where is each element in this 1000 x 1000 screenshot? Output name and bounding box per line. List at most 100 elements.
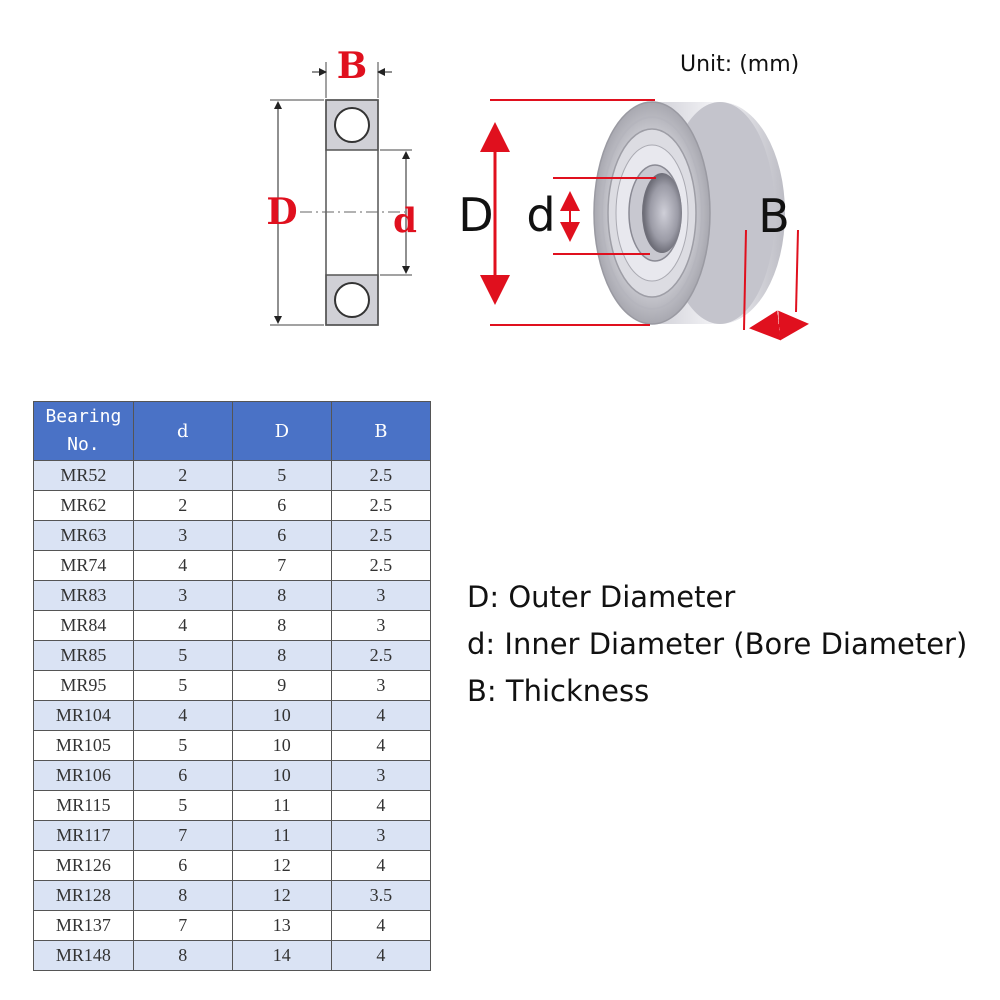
cell-D: 10: [231, 730, 332, 761]
header-D-outer: D: [231, 401, 332, 461]
cell-D: 12: [231, 850, 332, 881]
legend-inner-diameter: d: Inner Diameter (Bore Diameter): [467, 627, 968, 661]
cross-section-drawing: B D d: [266, 45, 417, 326]
photo-label-d: d: [526, 188, 555, 242]
cell-B: 2.5: [330, 550, 432, 581]
bearing-diagram: B D d D d B: [266, 45, 809, 341]
cell-B: 2.5: [330, 640, 432, 671]
cell-B: 4: [330, 790, 432, 821]
cell-d: 8: [132, 940, 233, 971]
cell-bearing-no: MR74: [33, 550, 134, 581]
cell-d: 8: [132, 880, 233, 911]
cell-d: 5: [132, 790, 233, 821]
cell-d: 5: [132, 670, 233, 701]
cell-D: 8: [231, 640, 332, 671]
cell-B: 2.5: [330, 460, 432, 491]
cell-bearing-no: MR95: [33, 670, 134, 701]
photo-dimensions: D d B: [458, 99, 809, 341]
cell-B: 3.5: [330, 880, 432, 911]
cell-bearing-no: MR104: [33, 700, 134, 731]
cell-D: 8: [231, 610, 332, 641]
header-B-thickness: B: [330, 401, 432, 461]
cell-D: 11: [231, 820, 332, 851]
cell-D: 6: [231, 490, 332, 521]
cell-B: 4: [330, 700, 432, 731]
cell-bearing-no: MR62: [33, 490, 134, 521]
cell-B: 4: [330, 850, 432, 881]
cell-D: 12: [231, 880, 332, 911]
cell-B: 3: [330, 760, 432, 791]
cell-d: 7: [132, 820, 233, 851]
legend-outer-diameter: D: Outer Diameter: [467, 580, 736, 614]
cell-B: 2.5: [330, 490, 432, 521]
cell-bearing-no: MR106: [33, 760, 134, 791]
cell-B: 2.5: [330, 520, 432, 551]
cell-D: 8: [231, 580, 332, 611]
photo-label-B: B: [758, 189, 790, 243]
cell-B: 3: [330, 670, 432, 701]
photo-label-D: D: [458, 188, 493, 242]
cell-D: 10: [231, 700, 332, 731]
cell-D: 5: [231, 460, 332, 491]
cross-section-label-D: D: [266, 191, 297, 233]
cell-d: 3: [132, 580, 233, 611]
cell-d: 6: [132, 760, 233, 791]
cell-bearing-no: MR63: [33, 520, 134, 551]
cell-D: 6: [231, 520, 332, 551]
cell-bearing-no: MR137: [33, 910, 134, 941]
cell-D: 7: [231, 550, 332, 581]
unit-label: Unit: (mm): [680, 52, 800, 77]
cell-bearing-no: MR117: [33, 820, 134, 851]
legend-thickness: B: Thickness: [467, 674, 650, 708]
cross-section-label-d: d: [393, 201, 417, 241]
cell-B: 3: [330, 820, 432, 851]
cell-B: 4: [330, 940, 432, 971]
cell-D: 10: [231, 760, 332, 791]
cell-B: 4: [330, 910, 432, 941]
cell-D: 13: [231, 910, 332, 941]
cell-bearing-no: MR126: [33, 850, 134, 881]
cell-d: 2: [132, 490, 233, 521]
cell-D: 11: [231, 790, 332, 821]
cell-B: 3: [330, 580, 432, 611]
cell-d: 5: [132, 730, 233, 761]
cell-B: 4: [330, 730, 432, 761]
cell-bearing-no: MR128: [33, 880, 134, 911]
cell-bearing-no: MR84: [33, 610, 134, 641]
cell-d: 4: [132, 550, 233, 581]
cell-bearing-no: MR148: [33, 940, 134, 971]
cell-d: 5: [132, 640, 233, 671]
cell-bearing-no: MR52: [33, 460, 134, 491]
cell-B: 3: [330, 610, 432, 641]
table-header-row: Bearing No. d D B: [33, 401, 432, 461]
cell-d: 4: [132, 610, 233, 641]
cross-section-label-B: B: [337, 45, 367, 87]
dimension-legend: D: Outer Diameter d: Inner Diameter (Bor…: [467, 580, 967, 721]
header-d-inner: d: [132, 401, 233, 461]
cell-bearing-no: MR85: [33, 640, 134, 671]
cell-D: 9: [231, 670, 332, 701]
bearing-photo: [593, 101, 785, 325]
cell-bearing-no: MR115: [33, 790, 134, 821]
cell-bearing-no: MR105: [33, 730, 134, 761]
cell-d: 6: [132, 850, 233, 881]
cell-d: 3: [132, 520, 233, 551]
cell-d: 4: [132, 700, 233, 731]
